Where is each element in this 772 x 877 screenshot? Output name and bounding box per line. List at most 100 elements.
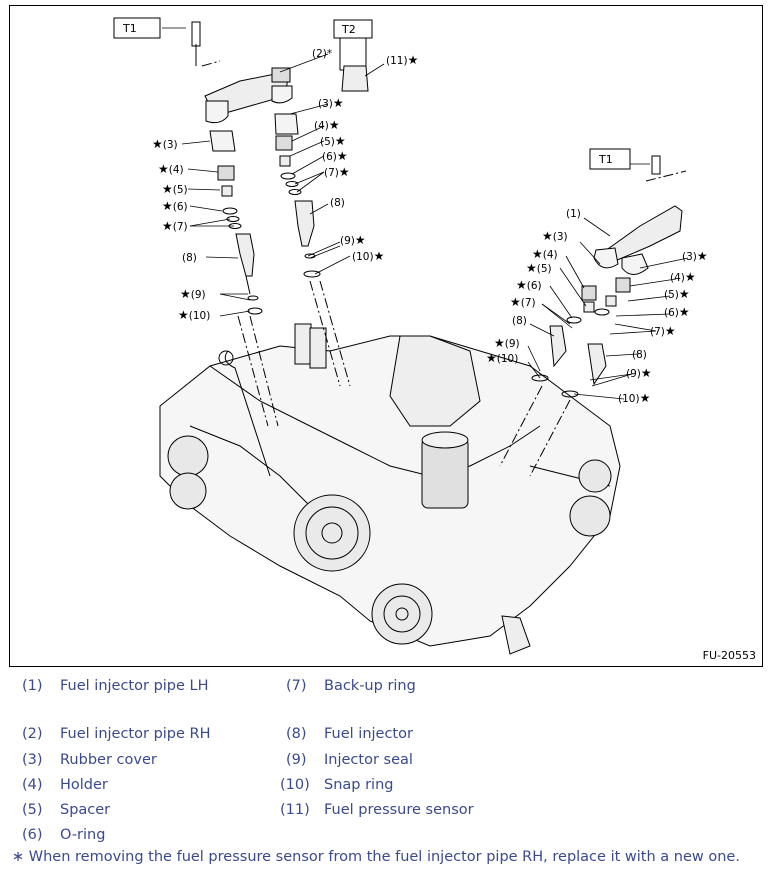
svg-text:★(3): ★(3) (542, 229, 568, 243)
legend-text: Fuel injector pipe RH (60, 726, 211, 742)
legend-text: Rubber cover (60, 752, 157, 768)
svg-text:★(4): ★(4) (158, 162, 184, 176)
callout-rh-9: (9) (340, 235, 355, 247)
callout-right-7b: (7) (650, 326, 665, 338)
torque-label-t2: T2 (341, 23, 356, 36)
callout-lh-5: (5) (173, 184, 188, 196)
callout-lh-9: (9) (191, 289, 206, 301)
svg-text:(11)★: (11)★ (386, 53, 418, 67)
callout-lh-10: (10) (189, 310, 211, 322)
legend-number: (6) (22, 827, 43, 843)
svg-text:(7)★: (7)★ (324, 165, 350, 179)
engine-diagram: T1 T2 T1 ★(3) ★(4) ★(5) ★(6) ★(7) (8) ★(… (113, 17, 708, 655)
legend-text: Fuel injector pipe LH (60, 678, 209, 694)
callout-right-6a: (6) (527, 280, 542, 292)
legend-text: Spacer (60, 802, 111, 818)
callout-right-5b: (5) (664, 289, 679, 301)
callout-right-6b: (6) (664, 307, 679, 319)
callout-lh-8: (8) (182, 252, 197, 264)
callout-lh-4: (4) (169, 164, 184, 176)
legend-text: Snap ring (324, 777, 394, 793)
torque-label-t1-left: T1 (122, 22, 137, 35)
callout-right-8a: (8) (512, 315, 527, 327)
callout-right-9b: (9) (626, 368, 641, 380)
svg-text:(10)★: (10)★ (352, 249, 384, 263)
legend-number: (5) (22, 802, 43, 818)
callout-right-7a: (7) (521, 297, 536, 309)
rh-injector-assembly (271, 35, 369, 387)
svg-text:★(10): ★(10) (178, 308, 210, 322)
torque-boxes: T1 T2 T1 (113, 17, 631, 170)
callout-right-5a: (5) (537, 263, 552, 275)
callout-rh-3: (3) (318, 98, 333, 110)
svg-text:(3)★: (3)★ (682, 249, 708, 263)
right-injector-assembly (499, 155, 687, 477)
svg-text:★(7): ★(7) (510, 295, 536, 309)
legend-number: (9) (286, 752, 307, 768)
callout-right-4b: (4) (670, 272, 685, 284)
svg-text:(6)★: (6)★ (664, 305, 690, 319)
svg-text:★(9): ★(9) (494, 336, 520, 350)
figure-id: FU-20553 (702, 649, 756, 662)
callout-right-4a: (4) (543, 249, 558, 261)
callout-labels: ★(3) ★(4) ★(5) ★(6) ★(7) (8) ★(9) ★(10) … (152, 48, 708, 405)
legend-number: (7) (286, 678, 307, 694)
svg-text:(4)★: (4)★ (314, 118, 340, 132)
callout-rh-2: (2) (312, 48, 327, 60)
callout-rh-6: (6) (322, 151, 337, 163)
svg-text:★(3): ★(3) (152, 137, 178, 151)
legend-text: Fuel injector (324, 726, 413, 742)
callout-lh-3: (3) (163, 139, 178, 151)
svg-text:(5)★: (5)★ (664, 287, 690, 301)
legend-number: (4) (22, 777, 43, 793)
callout-rh-10: (10) (352, 251, 374, 263)
exploded-view-figure: T1 T2 T1 ★(3) ★(4) ★(5) ★(6) ★(7) (8) ★(… (9, 5, 763, 667)
callout-rh-11: (11) (386, 55, 408, 67)
legend-text: O-ring (60, 827, 106, 843)
svg-text:(10)★: (10)★ (618, 391, 650, 405)
callout-rh-7: (7) (324, 167, 339, 179)
legend-text: Back-up ring (324, 678, 416, 694)
legend-number: (2) (22, 726, 43, 742)
svg-text:★(4): ★(4) (532, 247, 558, 261)
svg-text:★(6): ★(6) (162, 199, 188, 213)
svg-text:(3)★: (3)★ (318, 96, 344, 110)
svg-text:(7)★: (7)★ (650, 324, 676, 338)
svg-text:★(5): ★(5) (162, 182, 188, 196)
legend-text: Fuel pressure sensor (324, 802, 474, 818)
legend-number: (8) (286, 726, 307, 742)
callout-right-1: (1) (566, 208, 581, 220)
svg-text:(6)★: (6)★ (322, 149, 348, 163)
svg-text:(4)★: (4)★ (670, 270, 696, 284)
svg-text:(2)*: (2)* (312, 48, 332, 60)
legend-number: (1) (22, 678, 43, 694)
svg-text:(9)★: (9)★ (626, 366, 652, 380)
legend-text: Holder (60, 777, 108, 793)
callout-lh-6: (6) (173, 201, 188, 213)
svg-text:(5)★: (5)★ (320, 134, 346, 148)
engine-block (159, 323, 621, 655)
replacement-note: ∗ When removing the fuel pressure sensor… (12, 849, 740, 865)
legend-number: (10) (280, 777, 310, 793)
leader-lines (162, 27, 689, 400)
callout-right-9a: (9) (505, 338, 520, 350)
svg-text:★(7): ★(7) (162, 219, 188, 233)
svg-text:(9)★: (9)★ (340, 233, 366, 247)
svg-text:★(5): ★(5) (526, 261, 552, 275)
legend-number: (11) (280, 802, 310, 818)
callout-rh-5: (5) (320, 136, 335, 148)
svg-text:★(10): ★(10) (486, 351, 518, 365)
torque-label-t1-right: T1 (598, 153, 613, 166)
callout-rh-8: (8) (330, 197, 345, 209)
legend-number: (3) (22, 752, 43, 768)
callout-right-3b: (3) (682, 251, 697, 263)
callout-lh-7: (7) (173, 221, 188, 233)
callout-right-10b: (10) (618, 393, 640, 405)
callout-right-3a: (3) (553, 231, 568, 243)
svg-text:★(6): ★(6) (516, 278, 542, 292)
svg-text:★(9): ★(9) (180, 287, 206, 301)
legend-text: Injector seal (324, 752, 413, 768)
callout-rh-4: (4) (314, 120, 329, 132)
callout-right-8b: (8) (632, 349, 647, 361)
callout-right-10a: (10) (497, 353, 519, 365)
